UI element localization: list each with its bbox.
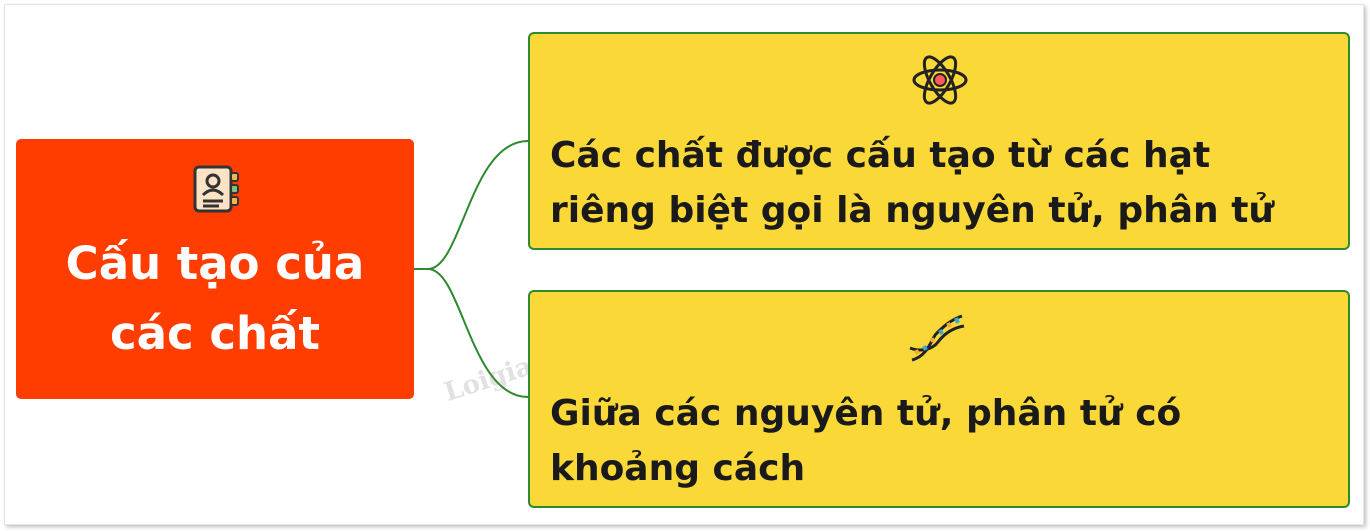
atom-icon [912,55,968,105]
connector-branch-1 [414,140,529,270]
root-node[interactable]: Cấu tạo của các chất [16,139,414,399]
address-book-icon [193,165,239,213]
root-title: Cấu tạo của các chất [65,237,365,360]
branch-text: Giữa các nguyên tử, phân tử có khoảng cá… [550,393,1182,489]
dna-icon [909,314,965,362]
branch-text: Các chất được cấu tạo từ các hạt riêng b… [550,135,1275,231]
branch-node-1[interactable]: Các chất được cấu tạo từ các hạt riêng b… [528,32,1350,250]
connector-branch-2 [427,268,529,398]
branch-node-2[interactable]: Giữa các nguyên tử, phân tử có khoảng cá… [528,290,1350,508]
